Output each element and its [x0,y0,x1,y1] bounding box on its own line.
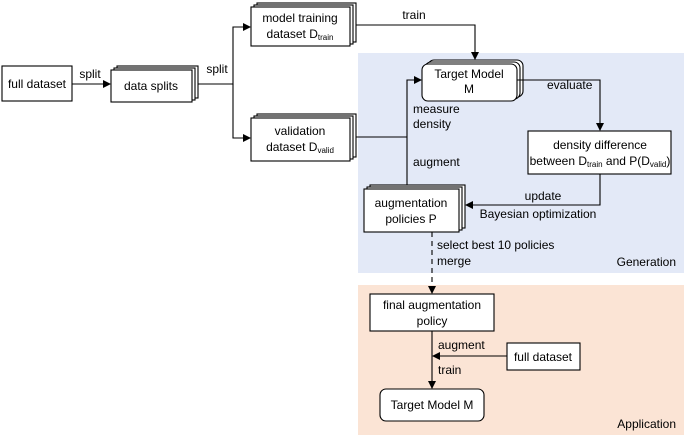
target-model-label-2: M [464,82,474,96]
validation-label-2: dataset Dvalid [266,140,334,155]
edge-label-augment-app: augment [438,338,485,352]
full-dataset-right-label: full dataset [514,350,573,364]
density-difference-node: density difference between Dtrain and P(… [527,130,672,175]
edge-label-bayesian: Bayesian optimization [480,207,597,221]
validation-subscript: valid [317,146,333,155]
edge-label-train: train [402,8,425,22]
validation-label-1: validation [275,124,326,138]
model-training-subscript: train [318,33,334,42]
edge-label-split-2: split [206,62,228,76]
full-dataset-label: full dataset [8,77,67,91]
aug-policies-label-1: augmentation [375,196,448,210]
full-dataset-right-node: full dataset [506,342,581,371]
edge-label-select-best: select best 10 policies [437,238,554,252]
target-model-label-1: Target Model [434,67,503,81]
model-training-dataset-node: model training dataset Dtrain [250,2,357,47]
generation-label: Generation [617,255,676,269]
density-subscript-valid: valid [650,160,666,169]
validation-dataset-node: validation dataset Dvalid [250,113,357,162]
final-policy-label-1: final augmentation [383,298,481,312]
model-training-label-1: model training [262,11,337,25]
edge-label-split-1: split [79,67,101,81]
arrow-train-to-model [356,24,479,60]
edge-label-update: update [525,189,562,203]
final-policy-node: final augmentation policy [369,293,495,332]
target-model-final-label: Target Model M [391,398,474,412]
edge-label-evaluate: evaluate [547,78,593,92]
edge-label-measure: measure [413,102,460,116]
augmentation-policies-node: augmentation policies P [363,184,466,233]
target-model-final-node: Target Model M [379,388,485,422]
density-label-2: between Dtrain and P(Dvalid) [530,154,671,169]
edge-label-train-app: train [438,363,461,377]
edge-label-density: density [413,117,451,131]
aug-policies-label-2: policies P [385,212,436,226]
data-splits-node: data splits [110,65,199,103]
arrow-density-to-policies [465,174,601,209]
density-label-1: density difference [553,138,647,152]
final-policy-label-2: policy [417,314,448,328]
arrow-policies-to-model [406,76,422,185]
arrow-model-to-density [517,79,604,131]
arrow-splits-to-validation [232,84,251,142]
edge-label-augment-gen: augment [413,155,460,169]
application-label: Application [617,417,676,431]
density-subscript-train: train [587,160,603,169]
arrow-splits-to-train-dataset [198,23,251,85]
data-splits-label: data splits [124,79,178,93]
target-model-node: Target Model M [421,59,524,102]
model-training-label-2: dataset Dtrain [267,27,334,42]
edge-label-merge: merge [437,254,471,268]
full-dataset-node: full dataset [1,65,73,102]
